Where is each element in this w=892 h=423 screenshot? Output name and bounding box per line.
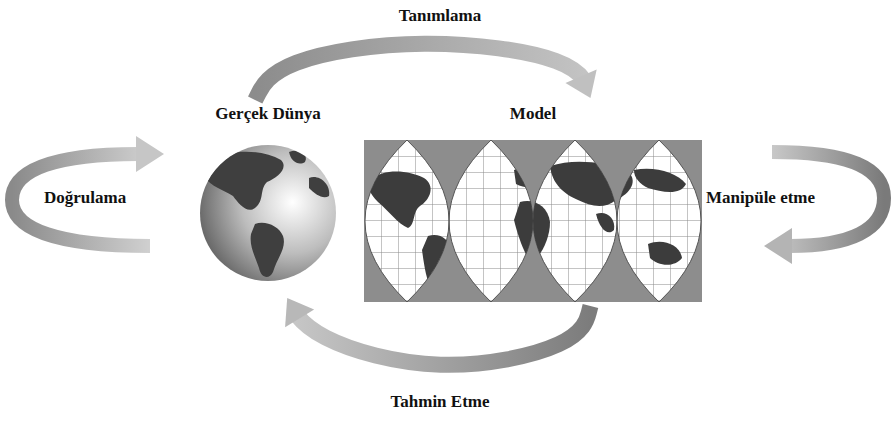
- flow-arrow: [255, 44, 596, 100]
- loop-arrow-left: [12, 136, 164, 246]
- map-illustration: [364, 140, 702, 302]
- map-background: [364, 140, 702, 302]
- edge-label: Tahmin Etme: [390, 392, 489, 412]
- arrow-head: [285, 298, 314, 327]
- map-node: Model: [364, 100, 702, 306]
- node-heading: Gerçek Dünya: [188, 104, 348, 124]
- flow-arrow: [285, 298, 590, 365]
- loop-arrow-head: [136, 136, 164, 172]
- arrow-head: [565, 70, 596, 98]
- map-gores: [365, 140, 701, 302]
- globe: [200, 145, 336, 281]
- globe-illustration: [193, 138, 343, 288]
- cycle-label: Manipüle etme: [706, 188, 815, 208]
- globe-node: Gerçek Dünya: [188, 100, 348, 296]
- loop-arrow-head: [764, 228, 792, 264]
- arrow-body: [255, 44, 590, 100]
- arrow-body: [287, 298, 590, 365]
- cycle-label: Doğrulama: [44, 188, 126, 208]
- loop-arrow-right: [764, 152, 884, 264]
- loop-arrow-body: [12, 154, 150, 246]
- continents: [204, 151, 329, 277]
- node-heading: Model: [364, 104, 702, 124]
- edge-label: Tanımlama: [399, 6, 482, 26]
- map-continents: [368, 162, 686, 290]
